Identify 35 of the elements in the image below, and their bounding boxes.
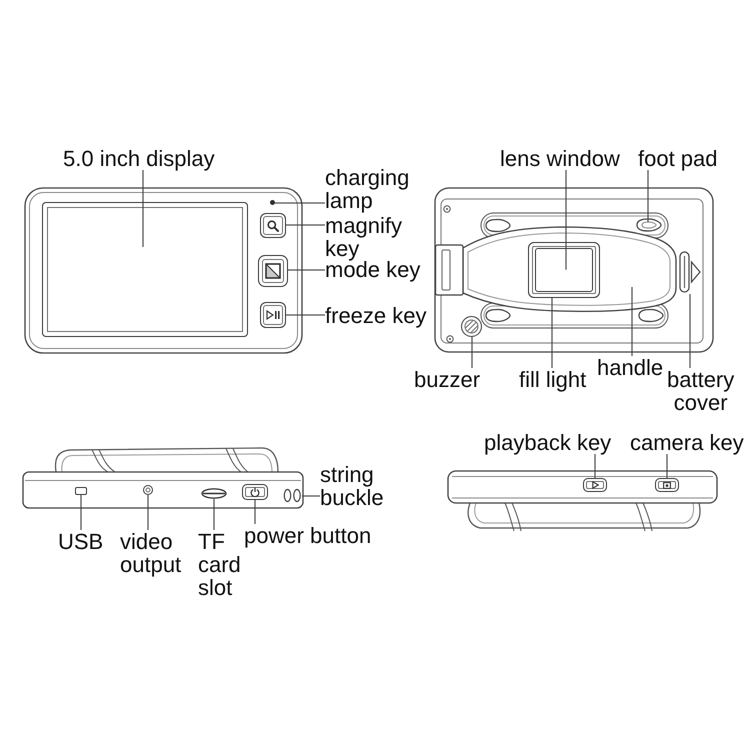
leader-line: [274, 202, 326, 204]
callout-label: video output: [120, 530, 182, 576]
power-button: [242, 484, 268, 500]
callout-label: fill light: [519, 368, 586, 391]
callout-label: foot pad: [638, 147, 718, 170]
square-key: [258, 255, 288, 287]
leader-line: [286, 314, 326, 316]
callout-label: string buckle: [320, 463, 384, 509]
side-key: [583, 478, 607, 492]
leader-line: [594, 454, 596, 478]
callout-label: power button: [244, 524, 372, 547]
battery-cover-latch: [679, 250, 701, 294]
callout-label: battery cover: [667, 368, 734, 414]
leader-line: [142, 170, 144, 248]
callout-label: TF card slot: [198, 530, 241, 599]
callout-label: playback key: [484, 431, 612, 454]
card-slot: [201, 488, 227, 499]
leader-line: [254, 500, 256, 524]
side-key: [655, 478, 679, 492]
callout-label: 5.0 inch display: [63, 147, 215, 170]
strap-holes: [283, 488, 302, 503]
square-key: [260, 213, 286, 238]
usb-port: [75, 487, 87, 495]
leader-line: [286, 224, 326, 226]
leader-line: [666, 454, 668, 478]
callout-label: lens window: [500, 147, 620, 170]
callout-label: handle: [597, 356, 664, 379]
callout-label: freeze key: [325, 304, 426, 327]
callout-label: camera key: [630, 431, 744, 454]
square-key: [260, 302, 286, 328]
display-screen: [42, 202, 248, 337]
leader-line: [80, 494, 82, 530]
callout-label: buzzer: [414, 368, 480, 391]
indicator-dot: [270, 200, 275, 205]
callout-label: USB: [58, 530, 104, 553]
